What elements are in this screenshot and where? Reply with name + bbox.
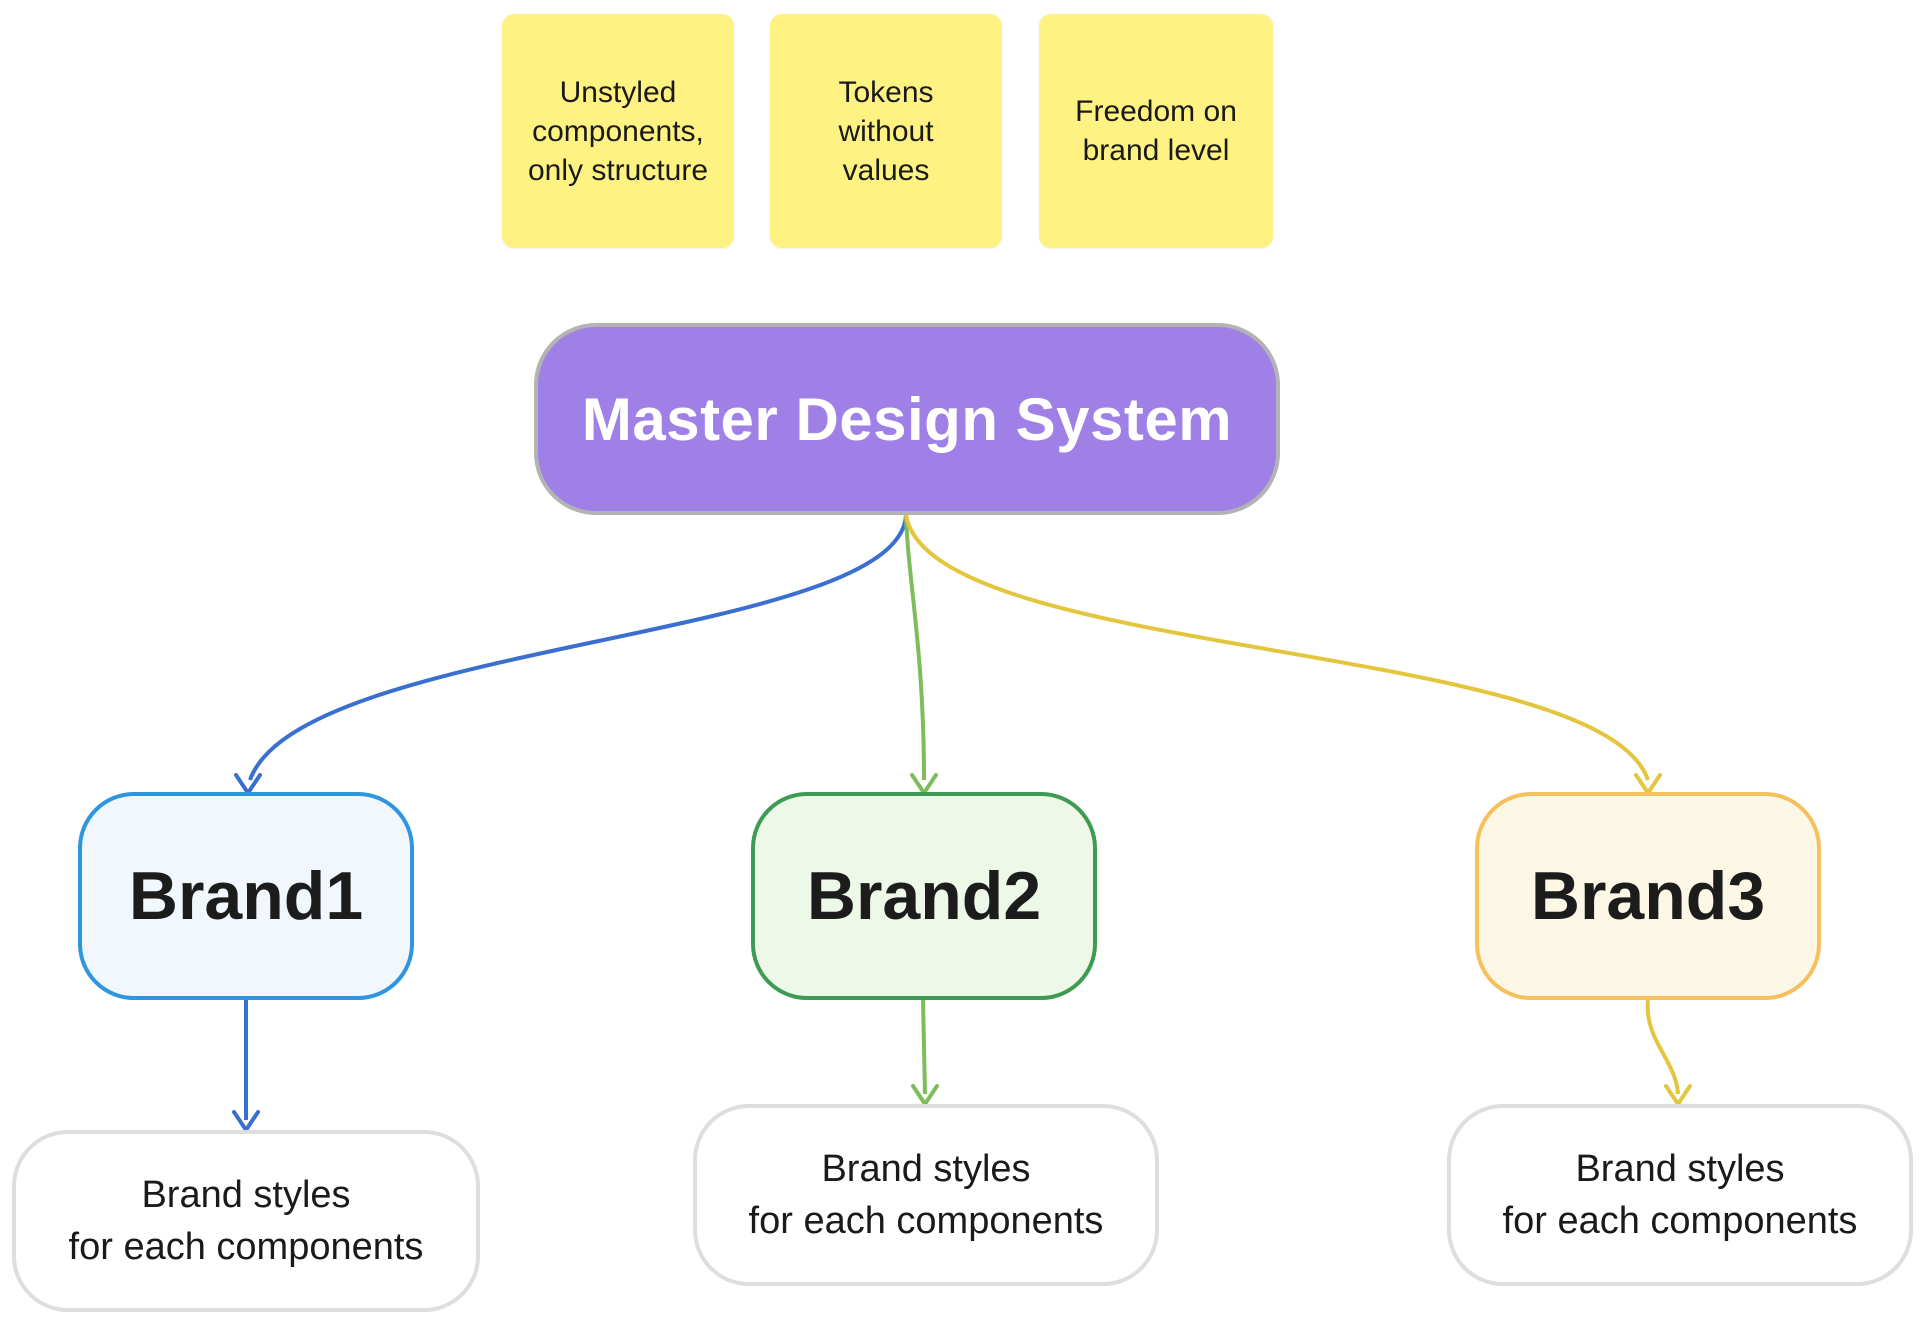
brand2-styles-text: Brand styles for each components xyxy=(748,1147,1104,1242)
connector-master-to-brand2 xyxy=(904,514,926,781)
sticky-note-unstyled-components[interactable]: Unstyled components, only structure xyxy=(502,14,734,248)
brand1-label: Brand1 xyxy=(128,858,364,934)
arrowhead-brand1 xyxy=(234,773,262,795)
brand1-styles-text: Brand styles for each components xyxy=(68,1173,424,1268)
connector-brand2-to-styles xyxy=(921,999,927,1095)
brand2-node[interactable]: Brand2 xyxy=(751,792,1097,1000)
connector-brand3-to-styles xyxy=(1645,999,1680,1095)
brand3-styles-text: Brand styles for each components xyxy=(1502,1147,1858,1242)
brand1-node[interactable]: Brand1 xyxy=(78,792,414,1000)
sticky-note-text: Freedom on brand level xyxy=(1075,95,1237,167)
brand3-label: Brand3 xyxy=(1530,858,1766,934)
sticky-note-freedom-on-brand-level[interactable]: Freedom on brand level xyxy=(1039,14,1273,248)
connector-master-to-brand3 xyxy=(904,514,1650,781)
master-node-label: Master Design System xyxy=(581,385,1233,453)
brand3-styles-node[interactable]: Brand styles for each components xyxy=(1447,1104,1913,1286)
brand2-styles-node[interactable]: Brand styles for each components xyxy=(693,1104,1159,1286)
sticky-note-text: Tokens without values xyxy=(838,75,934,187)
brand3-node[interactable]: Brand3 xyxy=(1475,792,1821,1000)
sticky-note-tokens-without-values[interactable]: Tokens without values xyxy=(770,14,1002,248)
master-design-system-node[interactable]: Master Design System xyxy=(534,323,1280,515)
brand1-styles-node[interactable]: Brand styles for each components xyxy=(12,1130,480,1312)
sticky-note-text: Unstyled components, only structure xyxy=(527,75,709,187)
brand2-label: Brand2 xyxy=(806,858,1042,934)
connector-master-to-brand1 xyxy=(248,514,908,781)
